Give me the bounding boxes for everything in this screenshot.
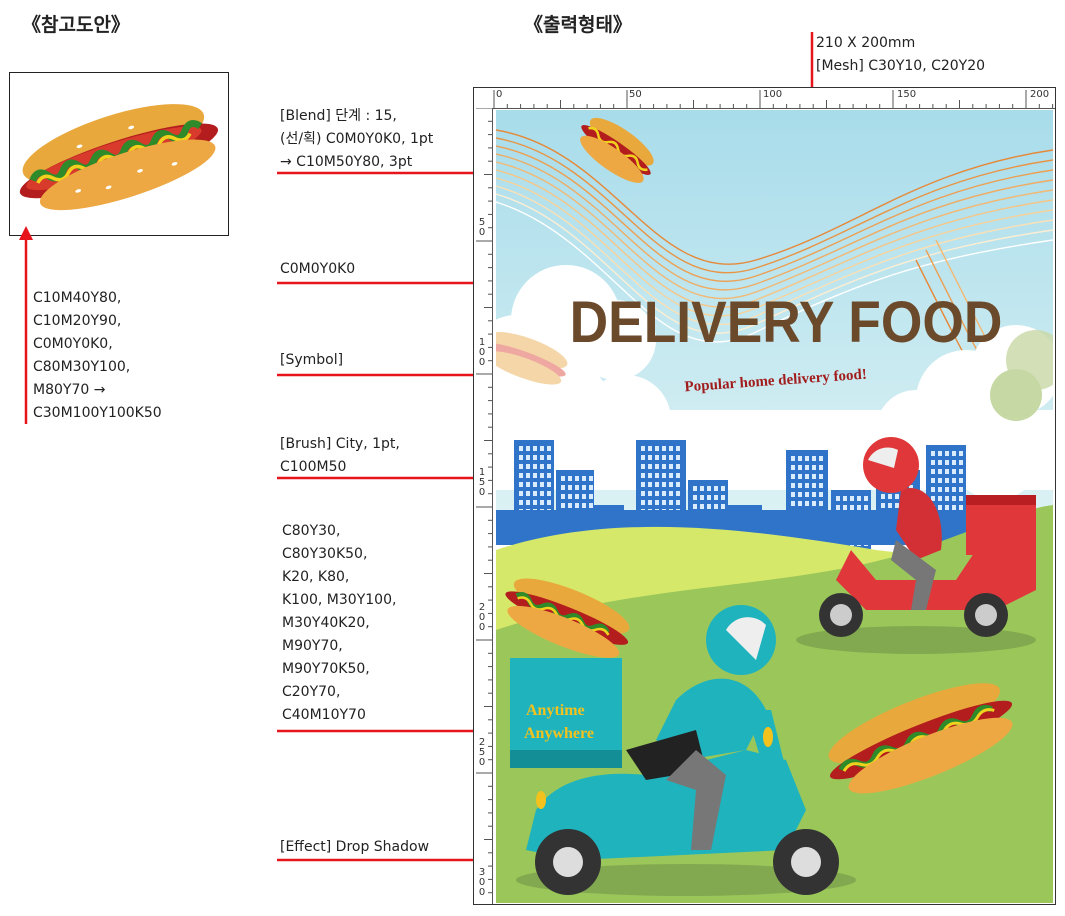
reference-image: [9, 72, 229, 236]
teal-scooter: Anytime Anywhere: [510, 605, 856, 896]
ruler-label: 0: [496, 89, 503, 100]
annotation-line: C20Y70,: [282, 684, 341, 700]
ruler-label: 5 0: [478, 217, 486, 238]
colors-annotation: C80Y30, C80Y30K50, K20, K80, K100, M30Y1…: [282, 520, 396, 727]
reference-heading: 《참고도안》: [22, 14, 130, 36]
hotdog-symbol-top: [580, 117, 654, 183]
ruler-label: 2 5 0: [478, 737, 486, 768]
ref-color: M80Y70 →: [33, 382, 106, 398]
ruler-label: 1 0 0: [478, 337, 486, 368]
white-annotation: C0M0Y0K0: [280, 258, 355, 281]
output-heading: 《출력형태》: [524, 14, 632, 36]
symbol-annotation: [Symbol]: [280, 349, 343, 372]
ruler-label: 3 0 0: [478, 867, 486, 898]
annotation-line: [Blend] 단계 : 15,: [280, 108, 397, 124]
size-note: 210 X 200mm [Mesh] C30Y10, C20Y20: [816, 32, 985, 78]
annotation-line: M30Y40K20,: [282, 615, 370, 631]
ref-color: C30M100Y100K50: [33, 405, 162, 421]
annotation-line: [Effect] Drop Shadow: [280, 839, 430, 855]
reference-colors: C10M40Y80, C10M20Y90, C0M0Y0K0, C80M30Y1…: [33, 287, 162, 425]
annotation-line: C0M0Y0K0: [280, 261, 356, 277]
output-poster-frame: 0 50 100 150 200 5 0 1 0 0 1 5 0 2 0 0 2…: [473, 87, 1056, 905]
hotdog-symbol-left: [505, 578, 630, 658]
ref-color: C10M20Y90,: [33, 313, 122, 329]
ruler-ticks: [493, 90, 1054, 108]
ruler-label: 200: [1030, 89, 1050, 100]
hotdog-icon: [19, 104, 219, 211]
ref-color: C0M0Y0K0,: [33, 336, 113, 352]
effect-annotation: [Effect] Drop Shadow: [280, 836, 429, 859]
ruler-label: 150: [897, 89, 917, 100]
poster-title: DELIVERY FOOD: [570, 290, 1003, 355]
red-scooter: [796, 437, 1036, 654]
annotation-line: (선/획) C0M0Y0K0, 1pt: [280, 131, 434, 147]
ref-color: C80M30Y100,: [33, 359, 131, 375]
ruler-label: 1 5 0: [478, 467, 486, 498]
brush-annotation: [Brush] City, 1pt, C100M50: [280, 433, 400, 479]
annotation-line: C80Y30,: [282, 523, 341, 539]
box-text-line2: Anywhere: [524, 725, 594, 742]
ruler-label: 100: [763, 89, 783, 100]
hotdog-symbol-right: [828, 683, 1013, 794]
ruler-horizontal: 0 50 100 150 200: [474, 88, 1055, 109]
mesh-line: [Mesh] C30Y10, C20Y20: [816, 58, 986, 74]
ruler-label: 50: [629, 89, 642, 100]
annotation-line: [Symbol]: [280, 352, 344, 368]
annotation-line: K100, M30Y100,: [282, 592, 397, 608]
ref-color: C10M40Y80,: [33, 290, 122, 306]
size-line: 210 X 200mm: [816, 35, 916, 51]
ruler-ticks: [476, 108, 492, 894]
annotation-line: K20, K80,: [282, 569, 350, 585]
poster-artwork: DELIVERY FOOD Popular home delivery food…: [496, 110, 1053, 903]
annotation-line: [Brush] City, 1pt,: [280, 436, 400, 452]
annotation-line: C80Y30K50,: [282, 546, 368, 562]
annotation-line: M90Y70,: [282, 638, 343, 654]
annotation-line: → C10M50Y80, 3pt: [280, 154, 413, 170]
hotdog-symbol-faded: [496, 332, 568, 385]
annotation-line: M90Y70K50,: [282, 661, 370, 677]
tree-symbol: [990, 330, 1053, 421]
annotation-line: C40M10Y70: [282, 707, 366, 723]
ruler-vertical: 5 0 1 0 0 1 5 0 2 0 0 2 5 0 3 0 0: [474, 108, 493, 904]
annotation-line: C100M50: [280, 459, 347, 475]
poster-illustration: DELIVERY FOOD Popular home delivery food…: [496, 110, 1053, 903]
ruler-label: 2 0 0: [478, 602, 486, 633]
blend-annotation: [Blend] 단계 : 15, (선/획) C0M0Y0K0, 1pt → C…: [280, 105, 433, 174]
box-text-line1: Anytime: [526, 702, 585, 719]
